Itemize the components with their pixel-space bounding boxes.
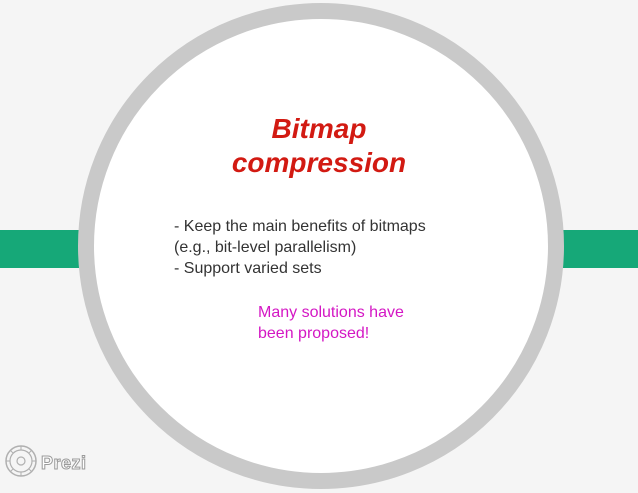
callout-line-2: been proposed! [258,325,370,342]
slide-title: Bitmap compression [0,112,638,180]
bullet-line-2: (e.g., bit-level parallelism) [174,239,357,256]
title-line-1: Bitmap [271,113,367,144]
bullet-line-1: - Keep the main benefits of bitmaps [174,218,426,235]
prezi-logo-icon [4,444,38,483]
bullet-list: - Keep the main benefits of bitmaps (e.g… [174,216,426,279]
callout-line-1: Many solutions have [258,304,404,321]
prezi-logo-text: Prezi [41,453,87,474]
prezi-branding[interactable]: Prezi [4,444,87,483]
callout-text: Many solutions have been proposed! [258,302,404,344]
bullet-line-3: - Support varied sets [174,260,322,277]
title-line-2: compression [231,147,407,178]
